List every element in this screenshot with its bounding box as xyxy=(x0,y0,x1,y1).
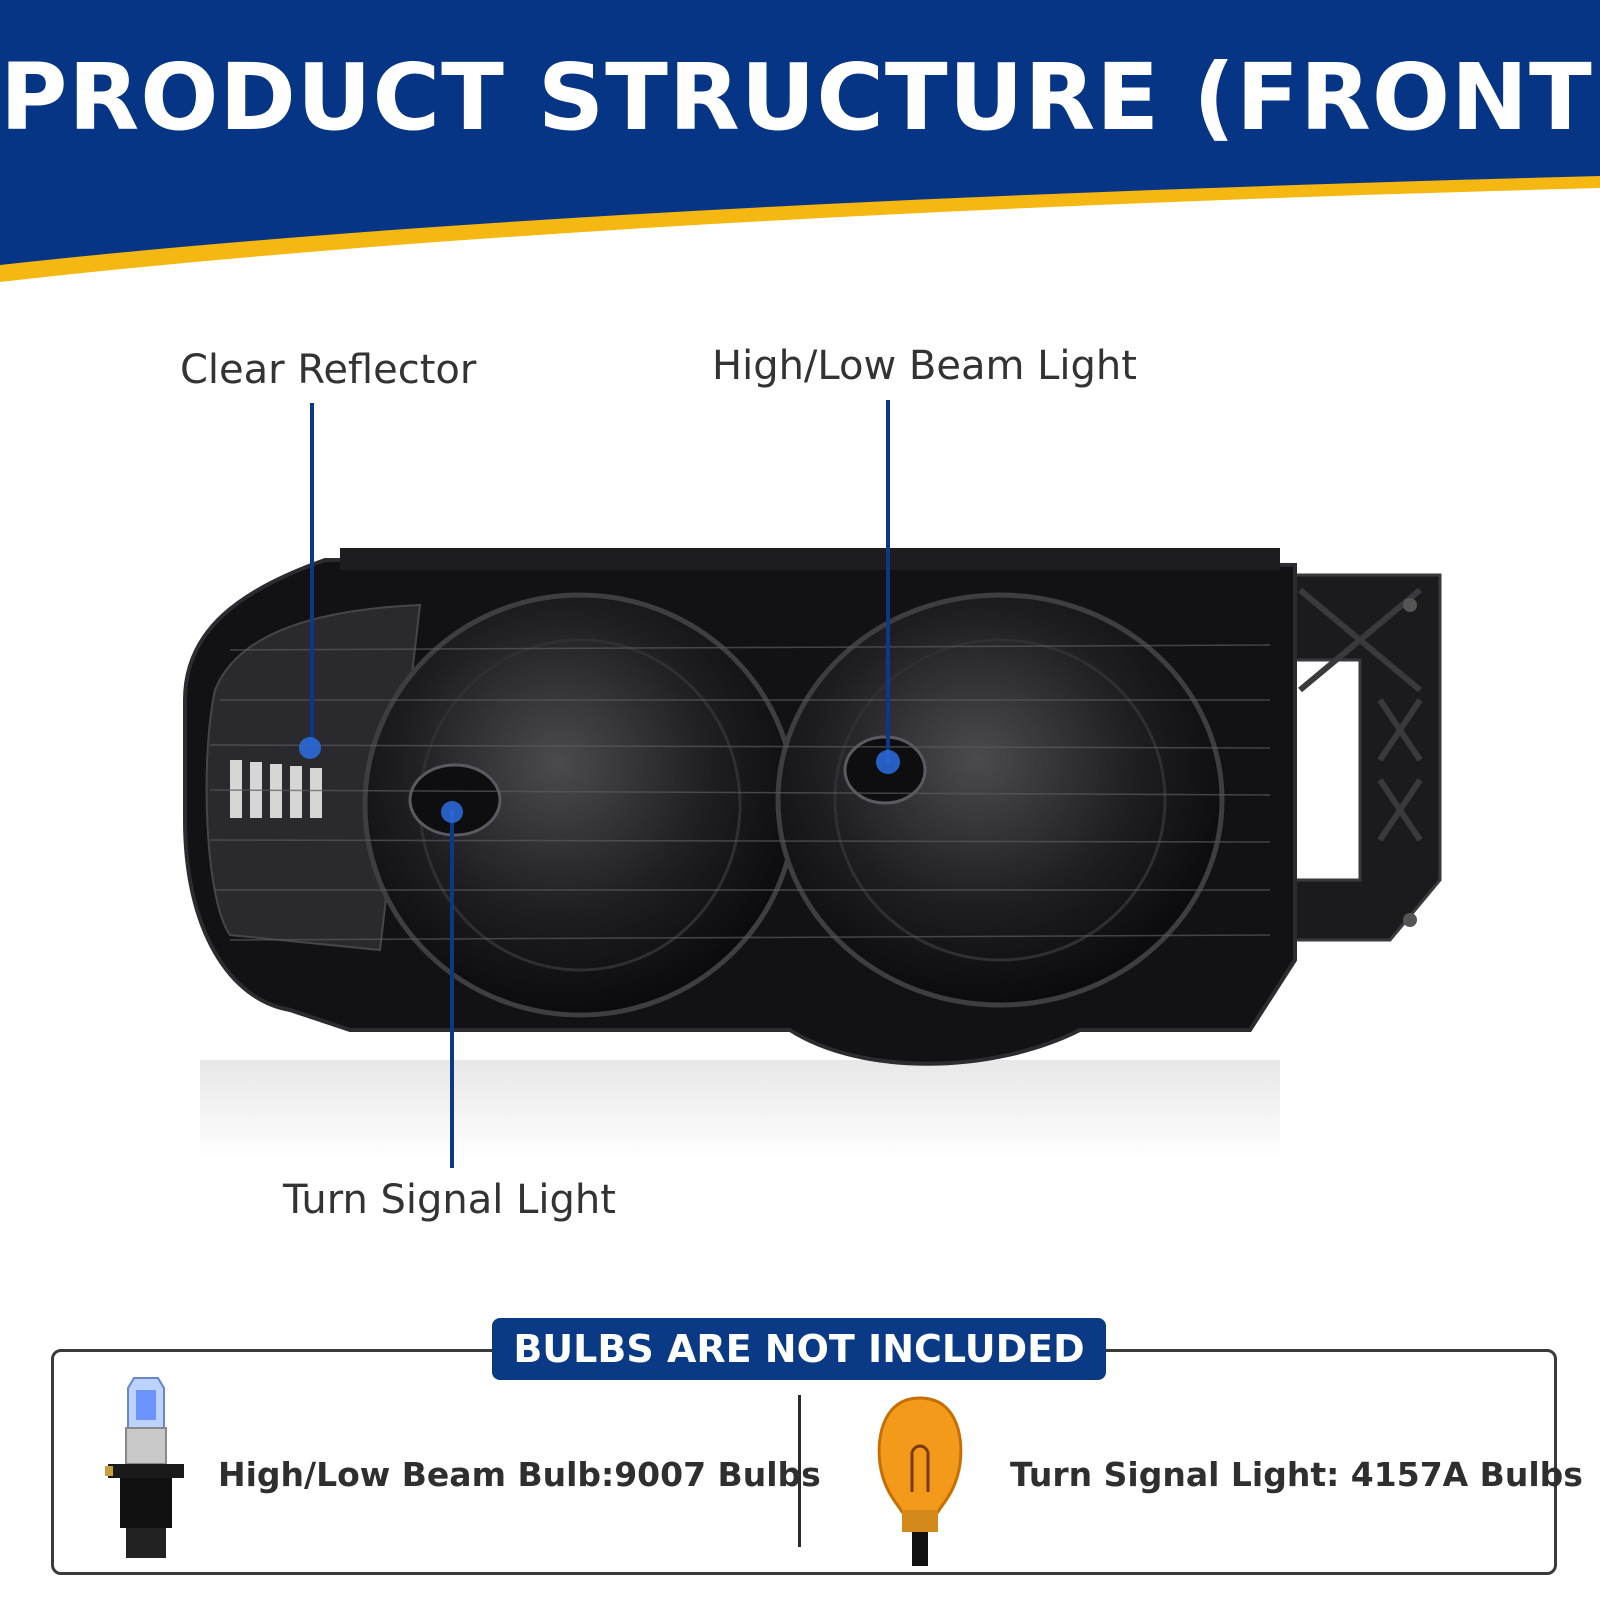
amber-bulb-icon xyxy=(877,1396,963,1566)
mounting-bracket xyxy=(1288,573,1442,942)
callout-pointers xyxy=(310,400,890,1168)
bulbs-divider xyxy=(798,1395,801,1547)
header-banner xyxy=(0,0,1600,282)
floor-reflection xyxy=(200,1060,1280,1160)
high-low-beam-dot xyxy=(876,750,900,774)
callout-high-low-beam: High/Low Beam Light xyxy=(712,343,1137,389)
right-lens xyxy=(775,592,1225,1008)
bulb-label-high-low-beam: High/Low Beam Bulb:9007 Bulbs xyxy=(218,1455,821,1494)
callout-clear-reflector: Clear Reflector xyxy=(180,347,477,393)
lens-lines xyxy=(209,644,1271,941)
clear-reflector-dot xyxy=(299,737,321,759)
headlight-illustration xyxy=(183,400,1442,1168)
bulbs-not-included-badge: BULBS ARE NOT INCLUDED xyxy=(492,1318,1106,1380)
halogen-bulb-icon xyxy=(105,1377,184,1558)
page-title: PRODUCT STRUCTURE (FRONT) xyxy=(0,44,1600,151)
turn-signal-dot xyxy=(441,801,463,823)
callout-turn-signal: Turn Signal Light xyxy=(283,1177,616,1223)
bulb-label-turn-signal: Turn Signal Light: 4157A Bulbs xyxy=(1010,1455,1583,1494)
